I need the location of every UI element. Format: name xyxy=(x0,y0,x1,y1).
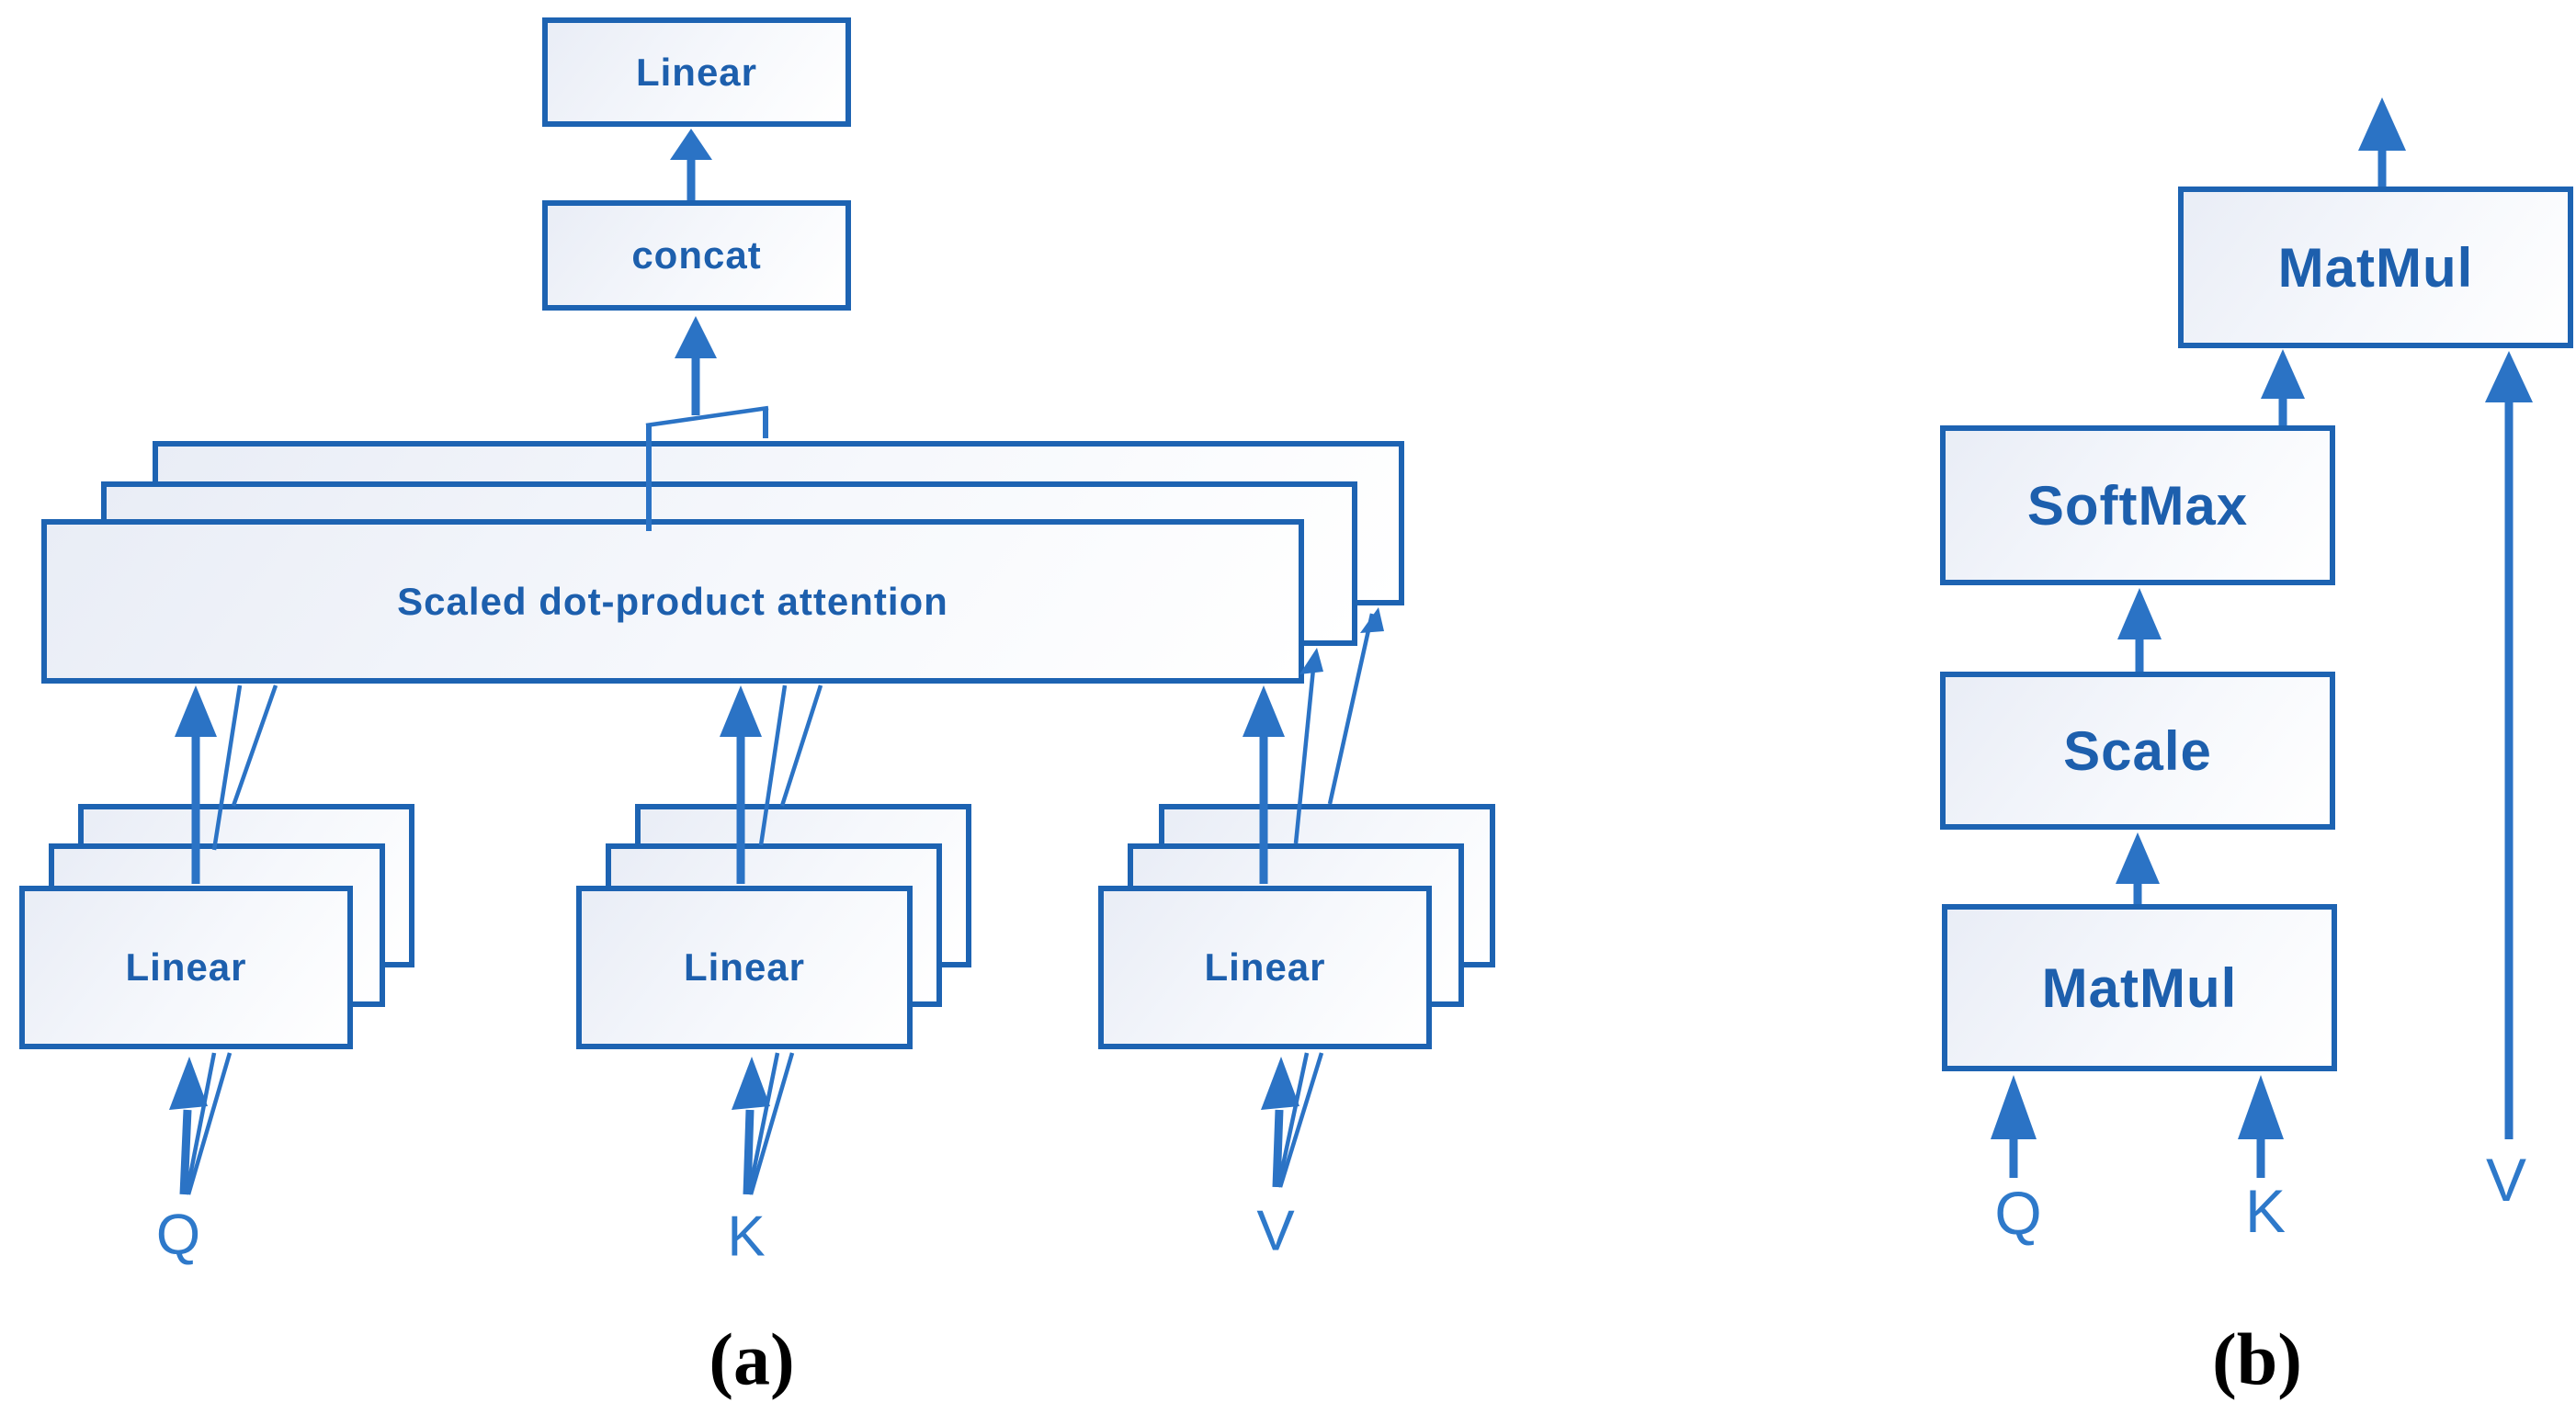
softmax-box: SoftMax xyxy=(1940,425,2335,585)
input-k-label-a: K xyxy=(727,1205,766,1269)
caption-a: (a) xyxy=(709,1319,795,1401)
arrow-matmul-output xyxy=(2358,97,2406,187)
linear-output-label: Linear xyxy=(635,50,758,94)
arrow-q-input-b xyxy=(1991,1075,2037,1178)
input-v-label-b: V xyxy=(2485,1146,2527,1214)
arrow-v-input-fan xyxy=(1261,1052,1324,1188)
linear-output-box: Linear xyxy=(542,17,851,127)
attention-label: Scaled dot-product attention xyxy=(397,579,948,623)
linear-k-label: Linear xyxy=(683,945,806,989)
linear-v-box: Linear xyxy=(1098,886,1432,1049)
arrow-concat-to-linear xyxy=(670,129,712,200)
matmul-top-box: MatMul xyxy=(2178,187,2573,348)
linear-k-box: Linear xyxy=(576,886,913,1049)
arrow-softmax-to-matmul xyxy=(2261,349,2305,425)
arrow-k-input-fan xyxy=(732,1052,795,1195)
input-q-label-b: Q xyxy=(1994,1179,2042,1247)
scale-label: Scale xyxy=(2063,719,2212,782)
linear-q-box: Linear xyxy=(19,886,353,1049)
concat-label: concat xyxy=(631,233,762,277)
matmul-top-label: MatMul xyxy=(2277,236,2474,299)
arrow-matmul-to-scale xyxy=(2116,832,2160,904)
softmax-label: SoftMax xyxy=(2026,474,2249,537)
input-k-label-b: K xyxy=(2244,1177,2287,1245)
concat-box: concat xyxy=(542,200,851,311)
arrow-v-input-b xyxy=(2485,351,2533,1139)
arrow-q-input-fan xyxy=(169,1052,233,1195)
matmul-bottom-box: MatMul xyxy=(1942,904,2337,1071)
scale-box: Scale xyxy=(1940,672,2335,830)
arrow-k-input-b xyxy=(2238,1075,2284,1178)
matmul-bottom-label: MatMul xyxy=(2041,956,2238,1019)
input-q-label-a: Q xyxy=(155,1203,201,1267)
input-v-label-a: V xyxy=(1256,1199,1295,1263)
arrow-scale-to-softmax xyxy=(2117,588,2162,672)
attention-box: Scaled dot-product attention xyxy=(41,519,1304,684)
linear-v-label: Linear xyxy=(1204,945,1326,989)
caption-b: (b) xyxy=(2212,1319,2302,1401)
linear-q-label: Linear xyxy=(125,945,247,989)
